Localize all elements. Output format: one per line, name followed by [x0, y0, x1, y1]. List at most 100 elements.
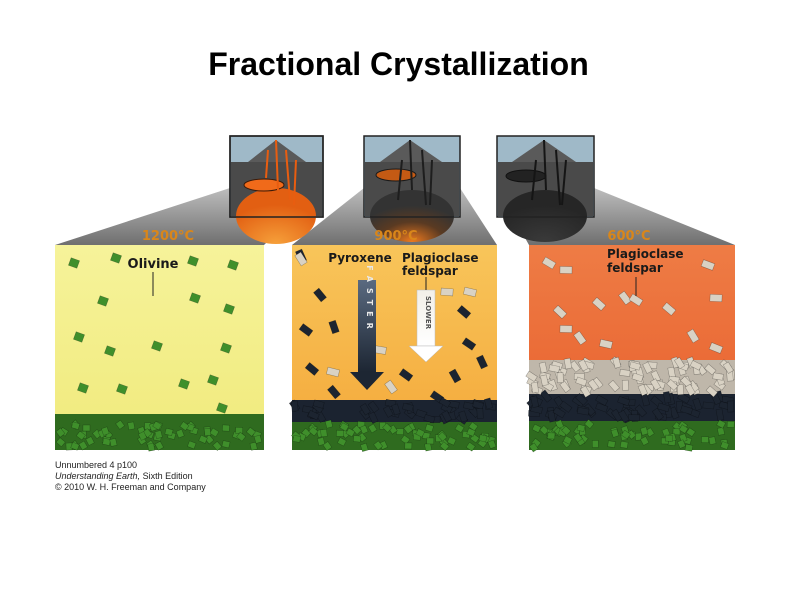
- olivine-crystal: [187, 440, 197, 450]
- figure-credit: Unnumbered 4 p100 Understanding Earth, S…: [55, 460, 206, 493]
- plagioclase-crystal: [573, 330, 587, 346]
- pyroxene-crystal: [398, 368, 414, 382]
- olivine-crystal: [360, 442, 369, 452]
- olivine-crystal: [619, 440, 629, 449]
- olivine-crystal: [115, 419, 125, 430]
- pyroxene-crystal: [727, 400, 735, 413]
- credit-edition: Sixth Edition: [140, 471, 193, 481]
- olivine-crystal: [116, 383, 128, 395]
- olivine-crystal: [320, 428, 328, 438]
- pyroxene-label: Pyroxene: [328, 251, 392, 265]
- olivine-crystal: [634, 432, 643, 441]
- pyroxene-crystal: [552, 406, 566, 419]
- plagioclase-crystal: [708, 342, 724, 354]
- plagioclase-crystal: [642, 361, 653, 374]
- pyroxene-crystal: [304, 362, 320, 376]
- olivine-crystal: [152, 420, 163, 431]
- olivine-crystal: [684, 443, 694, 452]
- olivine-crystal: [222, 424, 230, 432]
- olivine-crystal: [400, 434, 411, 445]
- pyroxene-crystal: [472, 400, 485, 410]
- volcano-inset-900: [363, 135, 461, 242]
- plagioclase-crystal: [686, 328, 700, 344]
- pyroxene-crystal: [677, 392, 691, 404]
- pyroxene-crystal: [634, 404, 648, 418]
- faster-arrow: FASTER: [350, 265, 384, 390]
- olivine-crystal: [454, 423, 465, 433]
- pyroxene-crystal: [715, 408, 725, 421]
- pyroxene-crystal: [702, 401, 715, 410]
- olivine-crystal: [198, 434, 208, 444]
- olivine-crystal: [73, 331, 85, 343]
- olivine-crystal: [339, 422, 350, 432]
- pyroxene-crystal: [475, 354, 489, 370]
- olivine-crystal: [345, 427, 356, 438]
- pyroxene-crystal: [359, 403, 371, 416]
- olivine-crystal: [403, 424, 414, 435]
- olivine-crystal: [678, 433, 688, 443]
- olivine-crystal: [207, 374, 219, 386]
- olivine-crystal: [324, 419, 334, 429]
- olivine-crystal: [78, 440, 88, 451]
- olivine-crystal: [75, 430, 86, 441]
- olivine-crystal: [246, 426, 256, 437]
- plagioclase-crystal: [563, 357, 573, 370]
- olivine-crystal: [639, 426, 649, 436]
- plagioclase-crystal: [608, 379, 620, 393]
- olivine-crystal: [426, 437, 435, 445]
- olivine-crystal: [382, 422, 393, 433]
- olivine-crystal: [179, 421, 190, 431]
- olivine-crystal: [664, 434, 673, 442]
- olivine-crystal: [678, 424, 689, 434]
- olivine-crystal: [396, 428, 404, 435]
- plagioclase-crystal: [579, 385, 591, 398]
- olivine-crystal: [82, 424, 91, 432]
- plagioclase-crystal: [326, 366, 340, 378]
- pyroxene-crystal: [423, 414, 436, 424]
- olivine-crystal: [584, 419, 595, 429]
- olivine-crystal: [70, 441, 80, 451]
- olivine-crystal: [55, 427, 66, 438]
- plagioclase-crystal: [631, 372, 644, 383]
- olivine-crystal: [178, 378, 190, 390]
- plagioclase-crystal: [599, 338, 613, 350]
- plagioclase-crystal: [674, 356, 686, 370]
- olivine-crystal: [591, 440, 599, 448]
- plagioclase-crystal: [629, 361, 642, 371]
- pyroxene-crystal: [595, 402, 609, 413]
- plagioclase-crystal: [650, 378, 662, 391]
- olivine-crystal: [101, 426, 110, 436]
- olivine-crystal: [203, 428, 212, 437]
- pyroxene-crystal: [458, 410, 468, 423]
- olivine-crystal: [175, 428, 185, 439]
- volcano-inset-600: [496, 135, 595, 242]
- plagioclase-crystal: [722, 361, 734, 374]
- pyroxene-crystal: [530, 395, 540, 409]
- olivine-crystal: [221, 440, 231, 449]
- plagioclase-crystal: [612, 356, 622, 369]
- olivine-crystal: [404, 442, 413, 450]
- olivine-crystal: [677, 439, 686, 449]
- pyroxene-crystal: [547, 409, 556, 423]
- pyroxene-crystal: [617, 396, 631, 407]
- olivine-crystal: [717, 427, 725, 436]
- pyroxene-crystal: [456, 305, 472, 319]
- olivine-crystal: [55, 437, 66, 448]
- olivine-crystal: [102, 437, 111, 446]
- pyroxene-crystal: [298, 323, 314, 337]
- olivine-crystal: [620, 429, 631, 440]
- plagioclase-crystal: [575, 376, 588, 387]
- plagioclase-crystal: [637, 383, 648, 397]
- olivine-crystal: [223, 303, 235, 315]
- plagioclase-crystal: [384, 379, 398, 395]
- olivine-crystal: [236, 431, 247, 442]
- olivine-crystal: [351, 424, 362, 435]
- olivine-crystal: [573, 432, 583, 443]
- olivine-crystal: [446, 436, 457, 446]
- pyroxene-crystal: [367, 400, 380, 414]
- olivine-crystal: [466, 427, 476, 437]
- olivine-crystal: [212, 440, 223, 451]
- pyroxene-crystal: [692, 397, 703, 411]
- credit-book-title: Understanding Earth,: [55, 471, 141, 481]
